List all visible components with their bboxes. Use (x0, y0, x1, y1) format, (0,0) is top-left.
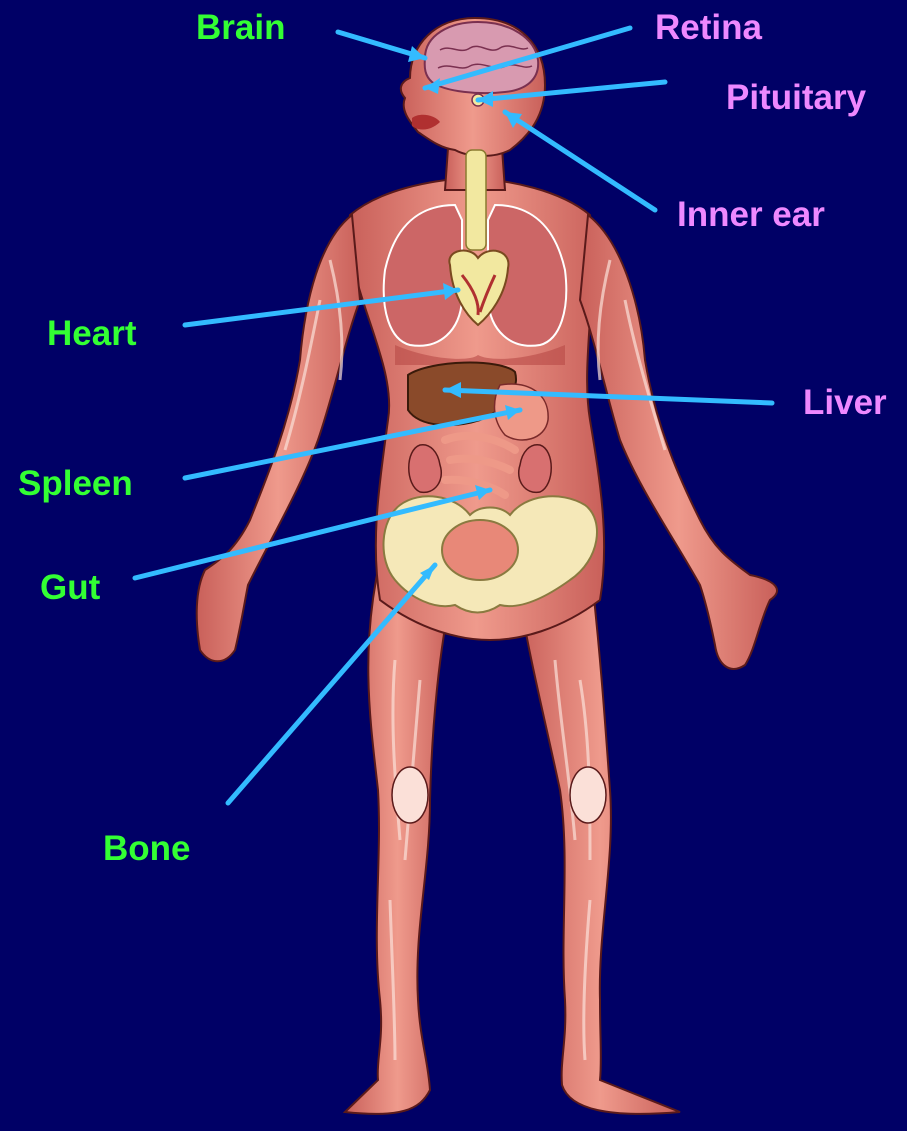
label-retina: Retina (655, 10, 762, 45)
left-leg (345, 560, 450, 1114)
label-bone: Bone (103, 831, 191, 866)
label-gut: Gut (40, 570, 100, 605)
label-pituitary: Pituitary (726, 80, 866, 115)
pelvis-inlet (442, 520, 518, 580)
label-brain: Brain (196, 10, 285, 45)
right-leg (520, 560, 680, 1114)
label-heart: Heart (47, 316, 136, 351)
label-liver: Liver (803, 385, 887, 420)
right-arm (580, 215, 777, 669)
trachea (466, 150, 486, 250)
label-spleen: Spleen (18, 466, 133, 501)
label-inner-ear: Inner ear (677, 197, 825, 232)
